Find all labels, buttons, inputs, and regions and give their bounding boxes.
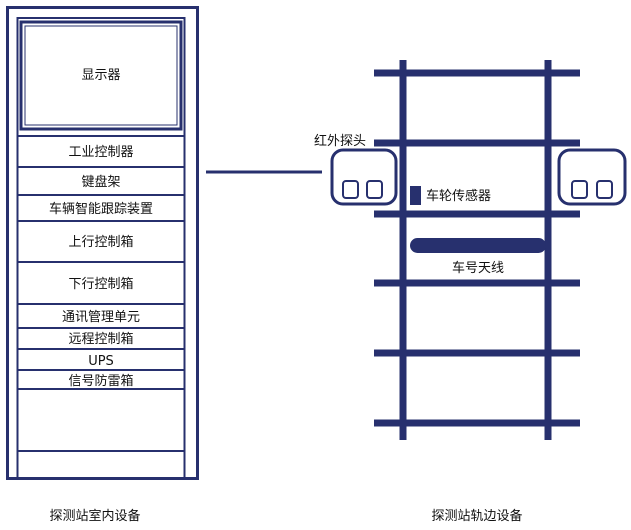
monitor-label: 显示器	[81, 68, 120, 83]
probe-housing	[330, 148, 398, 206]
unit-label-vehicle-tracking: 车辆智能跟踪装置	[49, 201, 153, 217]
probe-window	[342, 180, 359, 199]
trackside-equipment-caption: 探测站轨边设备	[431, 508, 522, 524]
unit-label-comm-management: 通讯管理单元	[62, 310, 140, 325]
monitor-outer	[19, 20, 183, 131]
vehicle-number-antenna	[410, 238, 546, 253]
track	[374, 60, 580, 440]
wheel-sensor	[410, 186, 421, 205]
infrared-probe-right	[557, 148, 627, 206]
probe-window	[366, 180, 383, 199]
unit-label-up-control-box: 上行控制箱	[68, 234, 133, 250]
wheel-sensor-label: 车轮传感器	[426, 188, 491, 204]
unit-label-signal-surge-box: 信号防雷箱	[68, 373, 133, 389]
indoor-cabinet	[6, 6, 199, 480]
probe-window	[571, 180, 588, 199]
probe-housing	[557, 148, 627, 206]
infrared-probe-left	[330, 148, 398, 206]
antenna-label: 车号天线	[452, 260, 504, 276]
cabinet-dividers	[17, 135, 185, 452]
unit-label-ups: UPS	[88, 354, 114, 369]
probe-window	[596, 180, 613, 199]
monitor-screen	[24, 25, 178, 126]
unit-label-industrial-controller: 工业控制器	[68, 145, 133, 160]
unit-label-keyboard-shelf: 键盘架	[81, 174, 120, 190]
infrared-probe-label: 红外探头	[314, 133, 366, 149]
indoor-equipment-caption: 探测站室内设备	[49, 508, 140, 524]
unit-label-down-control-box: 下行控制箱	[68, 276, 133, 292]
unit-label-remote-control-box: 远程控制箱	[68, 331, 133, 347]
cabinet-inner-frame	[16, 17, 186, 479]
